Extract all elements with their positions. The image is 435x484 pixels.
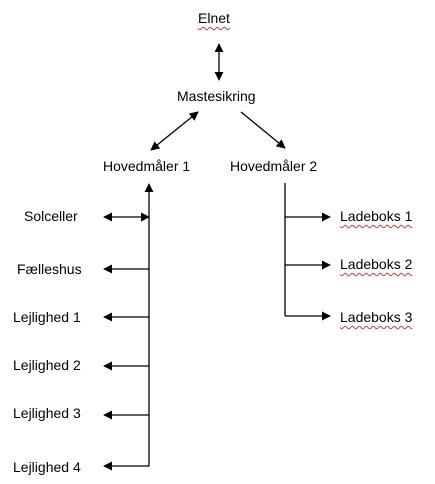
node-ladeboks3: Ladeboks 3 xyxy=(340,309,413,325)
mastesikring-hovedmaaler1-arrow xyxy=(150,111,199,151)
node-solceller: Solceller xyxy=(24,208,78,224)
mastesikring-hovedmaaler2-arrow xyxy=(240,111,286,149)
node-lejlighed1: Lejlighed 1 xyxy=(13,309,81,325)
node-elnet: Elnet xyxy=(198,10,230,26)
node-faelleshus: Fælleshus xyxy=(17,261,82,277)
node-ladeboks2: Ladeboks 2 xyxy=(340,256,413,272)
node-lejlighed2: Lejlighed 2 xyxy=(13,357,81,373)
node-lejlighed4: Lejlighed 4 xyxy=(13,459,81,475)
node-mastesikring: Mastesikring xyxy=(177,88,256,104)
node-lejlighed3: Lejlighed 3 xyxy=(13,405,81,421)
node-ladeboks1: Ladeboks 1 xyxy=(340,208,413,224)
node-hovedmaaler1: Hovedmåler 1 xyxy=(103,158,191,174)
node-hovedmaaler2: Hovedmåler 2 xyxy=(230,158,318,174)
